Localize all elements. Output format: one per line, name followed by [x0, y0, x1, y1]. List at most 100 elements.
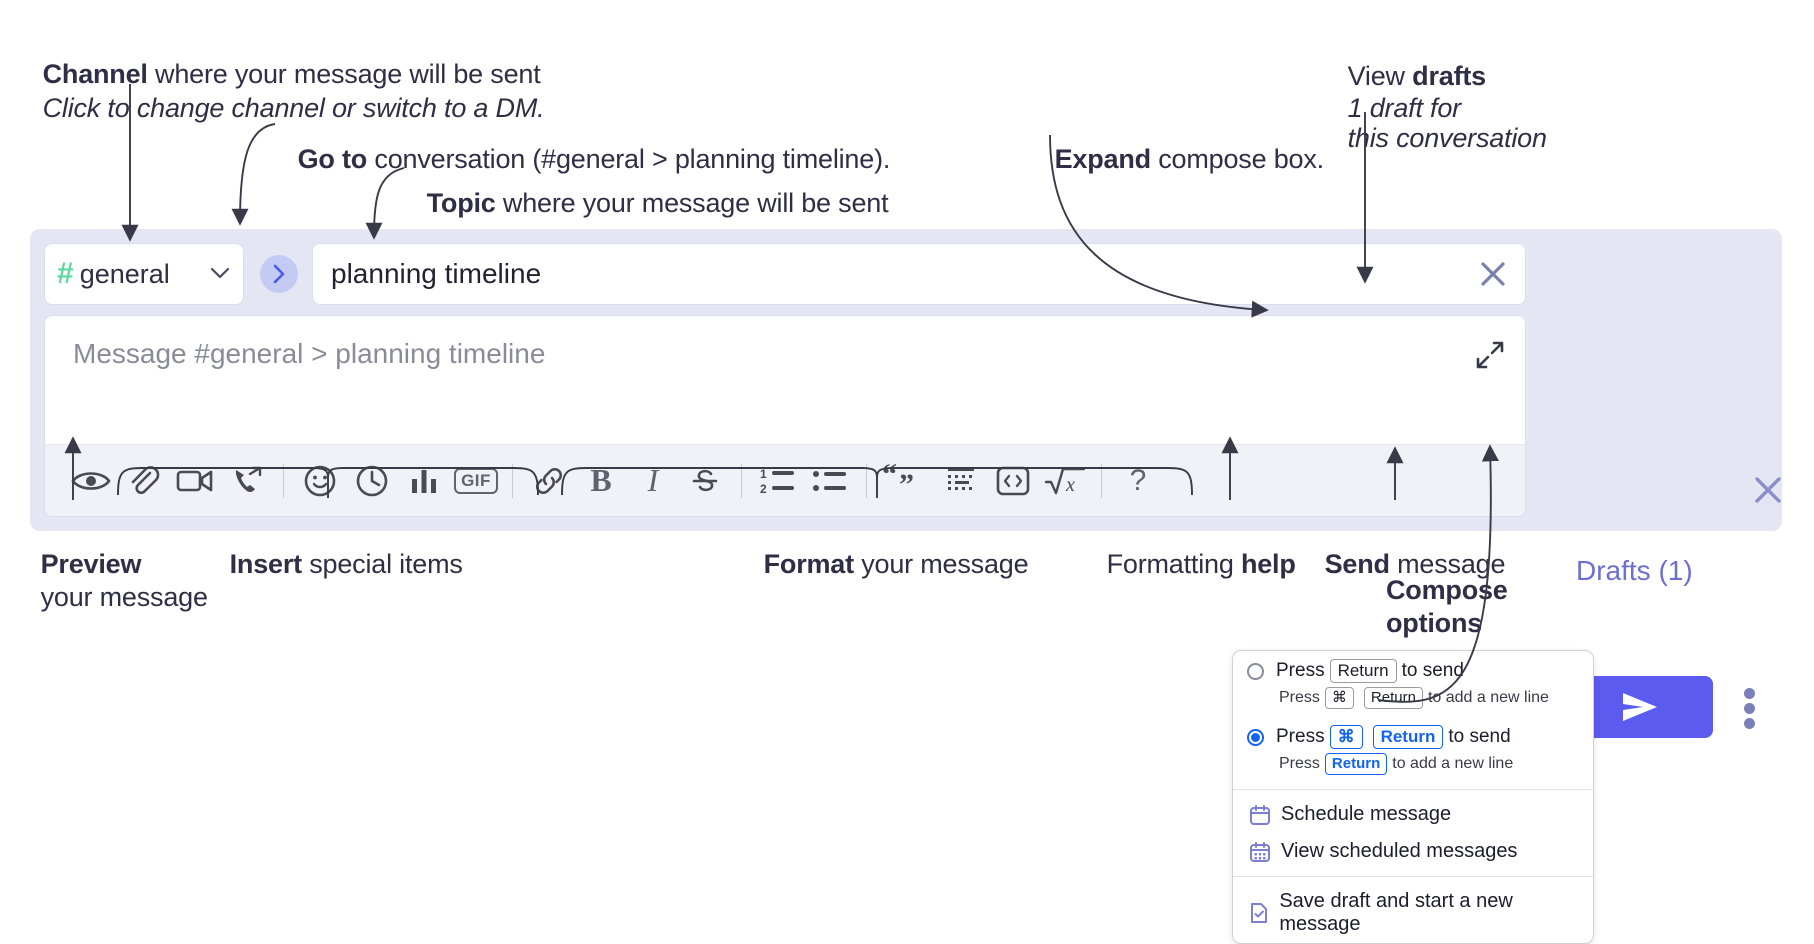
menu-item-label: View scheduled messages: [1281, 840, 1518, 862]
annotation-drafts-pre: View: [1347, 61, 1413, 91]
toolbar-separator: [512, 463, 513, 498]
attachment-icon[interactable]: [117, 455, 169, 507]
close-icon[interactable]: [1471, 252, 1515, 296]
gif-label: GIF: [454, 467, 498, 494]
annotation-drafts-sub2: this conversation: [1333, 84, 1547, 156]
ordered-list-icon[interactable]: 1 2: [752, 455, 804, 507]
annotation-compose-options-line1: Compose: [1386, 575, 1508, 605]
calendar-icon: [1247, 804, 1273, 826]
bulleted-list-icon[interactable]: [804, 455, 856, 507]
channel-name: general: [79, 258, 170, 289]
opt2-sub-pre: Press: [1279, 755, 1320, 772]
send-option-return[interactable]: Press Return to send: [1233, 651, 1593, 685]
annotation-drafts-sub1: 1 draft for: [1333, 54, 1462, 126]
video-icon[interactable]: [169, 455, 221, 507]
svg-text:x: x: [1065, 474, 1075, 496]
send-option-cmd-return[interactable]: Press ⌘ Return to send: [1233, 717, 1593, 751]
annotation-channel-italic: Click to change channel or switch to a D…: [42, 93, 545, 123]
expand-diagonal-icon[interactable]: [1473, 338, 1507, 372]
opt1-post: to send: [1401, 660, 1464, 681]
annotation-channel: Channel where your message will be sent: [28, 20, 541, 92]
goto-conversation-button[interactable]: [260, 255, 298, 293]
italic-icon[interactable]: I: [627, 455, 679, 507]
phone-forward-icon[interactable]: [221, 455, 273, 507]
compose-widget: Drafts (1) # general plan: [30, 229, 1782, 738]
send-option-cmd-return-sub: Press Return to add a new line: [1233, 751, 1593, 783]
annotation-expand: Expand compose box.: [1040, 105, 1325, 177]
annotation-preview-bold: Preview: [40, 549, 142, 579]
opt1-sub-pre: Press: [1279, 689, 1320, 706]
annotation-topic-bold: Topic: [426, 188, 496, 218]
toolbar-separator: [1101, 463, 1102, 498]
annotation-channel-rest: where your message will be sent: [147, 59, 541, 89]
bold-label: B: [590, 462, 612, 498]
annotation-channel-sub: Click to change channel or switch to a D…: [28, 54, 545, 126]
code-block-icon[interactable]: [935, 455, 987, 507]
annotation-goto-bold: Go to: [297, 144, 368, 174]
annotation-topic: Topic where your message will be sent: [412, 149, 889, 221]
preview-icon[interactable]: [65, 455, 117, 507]
annotation-help-pre: Formatting: [1106, 549, 1241, 579]
annotation-compose-options-l1: Compose: [1386, 572, 1508, 608]
channel-row: # general planning timeline: [44, 243, 1526, 305]
kebab-dot: [1743, 718, 1755, 729]
gif-icon[interactable]: GIF: [450, 455, 502, 507]
annotation-compose-options-line2: options: [1386, 608, 1483, 638]
bar-chart-icon[interactable]: [398, 455, 450, 507]
blockquote-icon[interactable]: “ ”: [877, 455, 935, 507]
svg-text:”: ”: [899, 468, 914, 498]
key-command: ⌘: [1324, 687, 1354, 709]
close-icon[interactable]: [1750, 472, 1786, 508]
key-return: Return: [1324, 753, 1388, 775]
latex-icon[interactable]: x: [1039, 455, 1091, 507]
drafts-link[interactable]: Drafts (1): [1576, 555, 1693, 586]
annotation-insert-rest: special items: [301, 549, 463, 579]
bold-icon[interactable]: B: [575, 455, 627, 507]
help-icon[interactable]: ?: [1112, 455, 1164, 507]
topic-value: planning timeline: [331, 258, 542, 289]
annotation-drafts-bold: drafts: [1412, 61, 1486, 91]
annotation-insert-bold: Insert: [229, 549, 303, 579]
toolbar-separator: [741, 463, 742, 498]
topic-input[interactable]: planning timeline: [312, 243, 1526, 305]
menu-item-label: Save draft and start a new message: [1279, 890, 1513, 935]
strikethrough-icon[interactable]: [679, 455, 731, 507]
annotation-topic-rest: where your message will be sent: [495, 188, 889, 218]
menu-divider: [1233, 789, 1593, 790]
annotation-help-bold: help: [1240, 549, 1296, 579]
annotation-drafts-italic1: 1 draft for: [1347, 93, 1462, 123]
more-vertical-icon[interactable]: [1737, 684, 1761, 732]
annotation-preview-rest: your message: [40, 582, 208, 612]
annotation-preview: Preview: [26, 510, 142, 582]
opt2-pre: Press: [1276, 726, 1325, 747]
radio-selected[interactable]: [1247, 728, 1264, 746]
annotation-preview-line2: your message: [26, 543, 208, 615]
message-input-card[interactable]: Message #general > planning timeline: [44, 315, 1526, 517]
key-return: Return: [1372, 725, 1444, 749]
clock-icon[interactable]: [346, 455, 398, 507]
menu-item-view-scheduled-messages[interactable]: View scheduled messages: [1233, 833, 1593, 870]
menu-item-save-draft[interactable]: Save draft and start a new message: [1233, 883, 1593, 943]
key-return: Return: [1363, 687, 1423, 709]
annotation-expand-bold: Expand: [1054, 144, 1152, 174]
annotation-compose-options-l2: options: [1386, 605, 1482, 641]
menu-item-schedule-message[interactable]: Schedule message: [1233, 796, 1593, 833]
link-icon[interactable]: [523, 455, 575, 507]
annotation-expand-rest: compose box.: [1150, 144, 1324, 174]
opt2-post: to send: [1448, 726, 1511, 747]
annotation-insert: Insert special items: [215, 510, 463, 582]
annotation-format: Format your message: [749, 510, 1029, 582]
inline-code-icon[interactable]: [987, 455, 1039, 507]
annotation-format-bold: Format: [763, 549, 855, 579]
menu-divider: [1233, 876, 1593, 877]
channel-selector[interactable]: # general: [44, 243, 244, 305]
emoji-icon[interactable]: [294, 455, 346, 507]
calendar-grid-icon: [1247, 841, 1273, 863]
toolbar-separator: [866, 463, 867, 498]
menu-item-label: Schedule message: [1281, 803, 1452, 825]
formatting-toolbar: GIF B I: [45, 444, 1525, 516]
radio-unselected[interactable]: [1247, 662, 1264, 680]
hash-icon: #: [57, 257, 74, 290]
send-option-return-sub: Press ⌘ Return to add a new line: [1233, 685, 1593, 717]
compose-options-menu: Press Return to send Press ⌘ Return to a…: [1232, 650, 1594, 944]
